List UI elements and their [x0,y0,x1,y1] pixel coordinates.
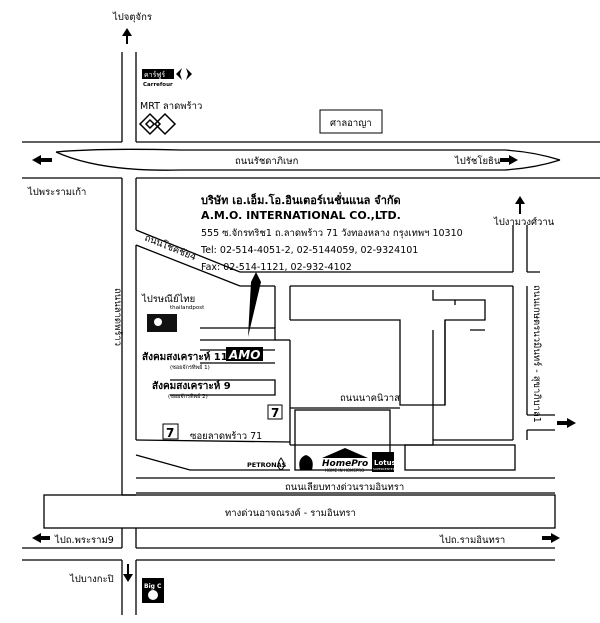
soi-71-label: ซอยลาดพร้าว 71 [190,431,262,442]
lat-phrao-label: ถนนลาดพร้าว [112,288,123,346]
to-ngam-wong-wan-label: ไปงามวงศ์วาน [493,216,555,228]
carrefour-landmark: คาร์ฟูร์ Carrefour [142,68,192,88]
petronas-station: PETRONAS [247,457,287,471]
to-rama9-ex-label: ไปถ.พระราม9 [54,534,114,546]
seven-eleven-icon [162,423,179,440]
svg-text:7: 7 [271,406,279,420]
homepro-sub: HOME IN HOMEPRO [325,468,364,473]
lotus-sub: SUPERCENTER [373,467,395,471]
sangkhom-9-sub: (ซอยจักรทิพย์ 2) [168,393,208,400]
shell-logo-icon [299,455,313,470]
mrt-label: MRT ลาดพร้าว [140,101,202,112]
court-label: ศาลอาญา [330,118,372,129]
company-tel: Tel: 02-514-4051-2, 02-5144059, 02-93241… [200,245,418,256]
homepro-house-icon [322,448,368,458]
company-fax: Fax: 02-514-1121, 02-932-4102 [201,262,352,273]
sangkhom-9-label: สังคมสงเคราะห์ 9 [152,380,231,392]
seven-eleven-icon [267,404,283,420]
company-name-th: บริษัท เอ.เอ็ม.โอ.อินเตอร์เนชั่นแนล จำกั… [201,192,401,207]
frontage-road-label: ถนนเลียบทางด่วนรามอินทรา [285,481,404,493]
post-office-label: ไปรษณีย์ไทย [141,293,195,305]
seven-eleven-1: 7 [267,404,283,420]
arrow-left-icon [32,155,52,165]
nak-niwat-label: ถนนนาคนิวาส [340,393,400,404]
arrow-right-icon [542,533,560,543]
homepro-store: HomePro HOME IN HOMEPRO [299,448,368,473]
carrefour-logo-icon [176,68,192,80]
big-c-label: Big C [144,583,162,590]
location-pin-icon [248,272,261,337]
mrt-logo-icon [138,112,177,136]
ratchadaphisek-label: ถนนรัชดาภิเษก [235,156,299,167]
big-c-store: Big C [142,578,164,603]
arrow-up-icon [515,196,525,214]
homepro-label: HomePro [322,459,368,469]
amo-location: สังคมสงเคราะห์ 11 (ซอยจักรทิพย์ 1) AMO ส… [142,347,263,400]
company-info: บริษัท เอ.เอ็ม.โอ.อินเตอร์เนชั่นแนล จำกั… [200,192,463,273]
post-office-en-label: thailandpost [170,305,205,311]
to-vibhavadi-label: ไปรัชโยธิน [454,155,501,167]
lotus-store: Lotus SUPERCENTER [372,452,396,472]
sangkhom-11-label: สังคมสงเคราะห์ 11 [142,351,228,363]
to-bangkapi-label: ไปบางกะปิ [69,573,114,585]
arrow-right-icon [557,418,576,428]
carrefour-label: คาร์ฟูร์ [144,71,165,79]
arrow-right-icon [500,155,518,165]
to-rama9-label: ไปพระรามเก้า [27,186,86,198]
sangkhom-11-sub: (ซอยจักรทิพย์ 1) [170,364,210,371]
direction-arrows [32,28,576,582]
expressway-label: ทางด่วนอาจณรงค์ - รามอินทรา [225,507,356,519]
arrow-down-icon [123,564,133,582]
to-chatuchak-label: ไปจตุจักร [112,11,152,23]
arrow-up-icon [122,28,132,44]
arrow-left-icon [32,533,50,543]
amo-logo-text: AMO [228,348,260,362]
carrefour-en-label: Carrefour [143,82,173,88]
post-office-icon [147,314,177,332]
company-name-en: A.M.O. INTERNATIONAL CO.,LTD. [201,209,401,222]
mrt-station: MRT ลาดพร้าว [138,101,202,136]
post-office: ไปรษณีย์ไทย thailandpost [141,293,205,332]
amo-logo [226,347,263,361]
seven-eleven-2: 7 [162,423,179,440]
criminal-court: ศาลอาญา [319,109,383,134]
lotus-label: Lotus [374,459,396,467]
company-address: 555 ซ.จักรทริช1 ถ.ลาดพร้าว 71 วังทองหลาง… [201,228,463,239]
svg-text:7: 7 [166,426,174,440]
kaset-nawamin-label: ถนนเกษตรนวมินทร์ - สุขาภิบาล1 [531,285,543,423]
petronas-logo-icon [277,457,285,471]
to-ramintra-label: ไปถ.รามอินทรา [439,534,505,546]
petronas-label: PETRONAS [247,461,287,469]
road-network [22,52,600,615]
